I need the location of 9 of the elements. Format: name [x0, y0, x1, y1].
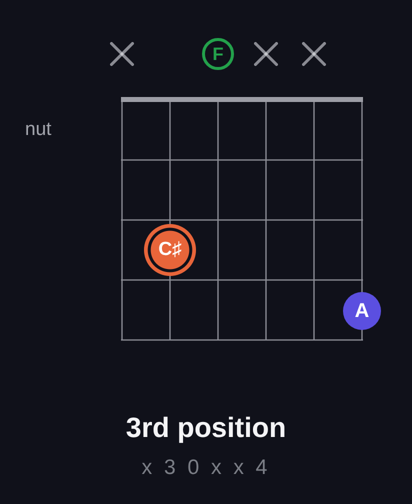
- finger-dot: A: [343, 292, 381, 330]
- cross-mark-icon: [110, 42, 134, 66]
- chord-title: 3rd position: [126, 412, 286, 443]
- fingering-caption: x 3 0 x x 4: [142, 456, 270, 479]
- cross-mark-icon: [254, 42, 278, 66]
- cross-mark-icon: [302, 42, 326, 66]
- nut-label: nut: [25, 118, 52, 142]
- root-note-dot: C♯: [144, 224, 196, 276]
- open-string-marker: F: [202, 38, 234, 70]
